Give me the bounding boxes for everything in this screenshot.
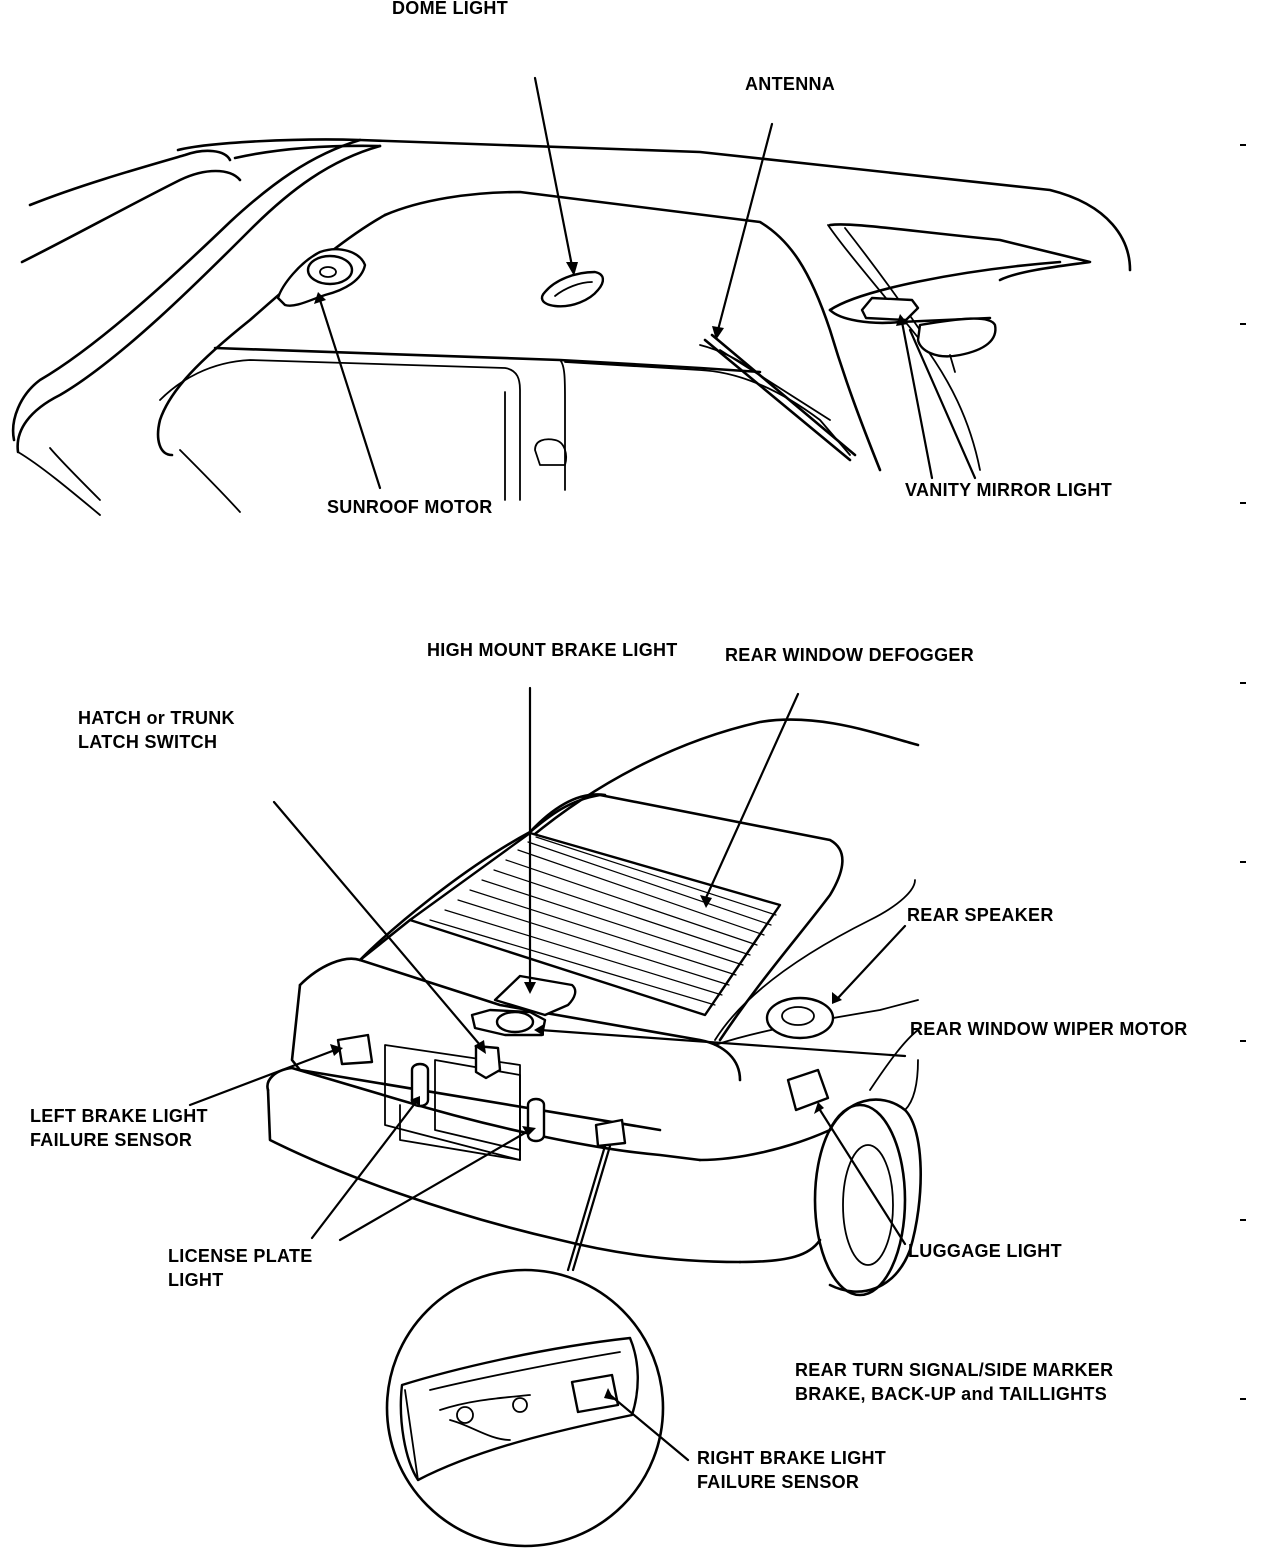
margin-tick (1240, 1219, 1246, 1221)
label-high-mount-brake-light: HIGH MOUNT BRAKE LIGHT (427, 640, 678, 660)
label-line: LATCH SWITCH (78, 732, 218, 752)
label-dome-light: DOME LIGHT (392, 0, 508, 18)
label-license-plate-light: LICENSE PLATE LIGHT (168, 1244, 313, 1292)
margin-tick (1240, 144, 1246, 146)
label-line: HATCH or TRUNK (78, 708, 235, 728)
margin-tick (1240, 323, 1246, 325)
label-luggage-light: LUGGAGE LIGHT (908, 1241, 1062, 1261)
label-line: FAILURE SENSOR (697, 1472, 860, 1492)
label-rear-lights: REAR TURN SIGNAL/SIDE MARKER BRAKE, BACK… (795, 1358, 1113, 1406)
label-line: LICENSE PLATE (168, 1246, 313, 1266)
label-hatch-trunk-switch: HATCH or TRUNK LATCH SWITCH (78, 706, 235, 754)
margin-tick (1240, 1040, 1246, 1042)
label-rear-speaker: REAR SPEAKER (907, 905, 1054, 925)
margin-tick (1240, 682, 1246, 684)
label-right-brake-light-sensor: RIGHT BRAKE LIGHT FAILURE SENSOR (697, 1446, 886, 1494)
margin-tick (1240, 1398, 1246, 1400)
label-antenna: ANTENNA (745, 74, 836, 94)
label-rear-window-wiper-motor: REAR WINDOW WIPER MOTOR (910, 1019, 1188, 1039)
label-line: BRAKE, BACK-UP and TAILLIGHTS (795, 1384, 1108, 1404)
margin-tick (1240, 861, 1246, 863)
label-left-brake-light-sensor: LEFT BRAKE LIGHT FAILURE SENSOR (30, 1104, 208, 1152)
label-sunroof-motor: SUNROOF MOTOR (327, 497, 493, 517)
label-line: REAR TURN SIGNAL/SIDE MARKER (795, 1360, 1114, 1380)
label-vanity-mirror-light: VANITY MIRROR LIGHT (905, 480, 1113, 500)
label-rear-window-defogger: REAR WINDOW DEFOGGER (725, 645, 974, 665)
margin-tick (1240, 502, 1246, 504)
label-line: LEFT BRAKE LIGHT (30, 1106, 208, 1126)
label-line: RIGHT BRAKE LIGHT (697, 1448, 887, 1468)
roof-interior-drawing (11, 76, 1132, 516)
label-line: LIGHT (168, 1270, 224, 1290)
label-line: FAILURE SENSOR (30, 1130, 193, 1150)
